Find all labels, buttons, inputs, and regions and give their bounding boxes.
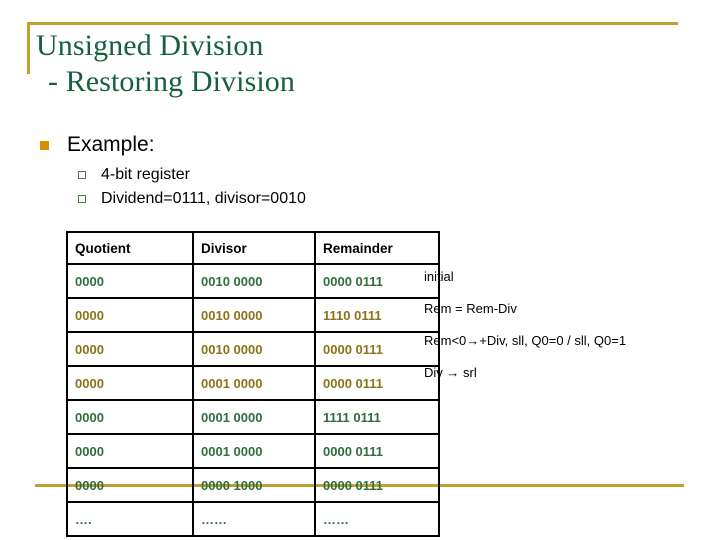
cell-divisor: 0010 0000 <box>192 263 316 299</box>
hollow-square-bullet-icon <box>78 171 86 179</box>
slide-title: Unsigned Division - Restoring Division <box>36 28 676 100</box>
filled-square-bullet-icon <box>40 141 49 150</box>
table-row: 0000 0001 0000 0000 0111 <box>66 365 440 401</box>
cell-divisor: 0010 0000 <box>192 297 316 333</box>
hollow-square-bullet-icon <box>78 195 86 203</box>
division-trace-table: Quotient Divisor Remainder 0000 0010 000… <box>66 231 440 537</box>
bullet-label-example: Example: <box>67 133 155 156</box>
annotation-restore: Rem<0→+Div, sll, Q0=0 / sll, Q0=1 <box>424 333 627 348</box>
cell-quotient: 0000 <box>66 263 194 299</box>
cell-remainder: 0000 0111 <box>314 467 440 503</box>
bullet-label-register: 4-bit register <box>101 166 190 183</box>
cell-remainder: 0000 0111 <box>314 331 440 367</box>
bullet-list: Example: 4-bit register Dividend=0111, d… <box>40 132 560 212</box>
annotation-initial: initial <box>424 269 454 284</box>
table-row: …. …… …… <box>66 501 440 537</box>
cell-remainder: 0000 0111 <box>314 263 440 299</box>
column-header-quotient: Quotient <box>66 231 194 265</box>
cell-remainder: 1110 0111 <box>314 297 440 333</box>
bullet-label-dividend: Dividend=0111, divisor=0010 <box>101 190 306 207</box>
cell-quotient: 0000 <box>66 331 194 367</box>
column-header-remainder: Remainder <box>314 231 440 265</box>
bullet-item-register: 4-bit register <box>78 164 560 186</box>
annotation-shift-right: Div → srl <box>424 365 477 380</box>
column-header-divisor: Divisor <box>192 231 316 265</box>
cell-divisor: 0010 0000 <box>192 331 316 367</box>
table-row: 0000 0001 0000 0000 0111 <box>66 433 440 469</box>
cell-quotient: 0000 <box>66 467 194 503</box>
cell-divisor: …… <box>192 501 316 537</box>
cell-quotient: 0000 <box>66 399 194 435</box>
cell-remainder: …… <box>314 501 440 537</box>
step-annotations: initial Rem = Rem-Div Rem<0→+Div, sll, Q… <box>424 231 720 389</box>
bullet-item-example: Example: <box>40 132 560 158</box>
cell-remainder: 0000 0111 <box>314 433 440 469</box>
title-line-2: - Restoring Division <box>48 65 295 98</box>
table-row: 0000 0001 0000 1111 0111 <box>66 399 440 435</box>
cell-divisor: 0000 1000 <box>192 467 316 503</box>
cell-divisor: 0001 0000 <box>192 365 316 401</box>
cell-remainder: 1111 0111 <box>314 399 440 435</box>
title-line-1: Unsigned Division <box>36 29 264 62</box>
annotation-subtract: Rem = Rem-Div <box>424 301 517 316</box>
cell-quotient: 0000 <box>66 365 194 401</box>
table-row: 0000 0010 0000 0000 0111 <box>66 263 440 299</box>
cell-divisor: 0001 0000 <box>192 433 316 469</box>
table-row: 0000 0010 0000 0000 0111 <box>66 331 440 367</box>
top-accent-rule <box>27 22 678 25</box>
table-row: 0000 0000 1000 0000 0111 <box>66 467 440 503</box>
table-row: 0000 0010 0000 1110 0111 <box>66 297 440 333</box>
bullet-item-dividend: Dividend=0111, divisor=0010 <box>78 188 560 210</box>
left-accent-rule <box>27 22 30 74</box>
cell-quotient: 0000 <box>66 433 194 469</box>
cell-quotient: …. <box>66 501 194 537</box>
table-header-row: Quotient Divisor Remainder <box>66 231 440 265</box>
cell-divisor: 0001 0000 <box>192 399 316 435</box>
cell-quotient: 0000 <box>66 297 194 333</box>
cell-remainder: 0000 0111 <box>314 365 440 401</box>
